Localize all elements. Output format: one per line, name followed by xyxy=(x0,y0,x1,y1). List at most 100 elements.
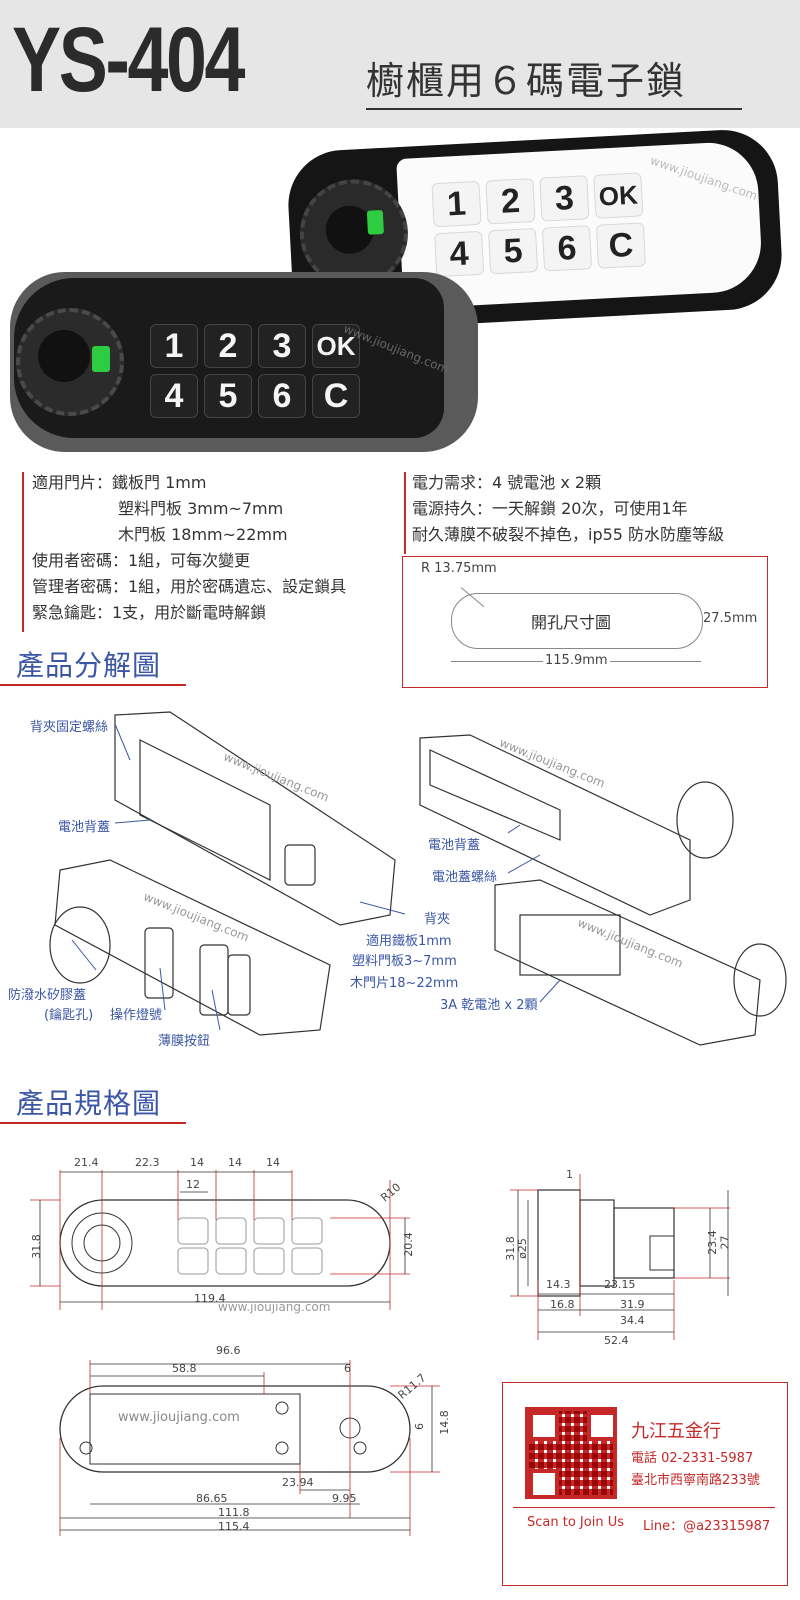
key-1: 1 xyxy=(431,180,482,228)
watermark: www.jioujiang.com xyxy=(218,1300,331,1314)
key-5: 5 xyxy=(487,227,539,275)
dim-side-d4: 31.9 xyxy=(620,1298,645,1311)
dim-back-b1: 86.65 xyxy=(196,1492,228,1505)
dim-back-h1: 6 xyxy=(413,1423,426,1430)
spec-door-iron: 適用門片：鐵板門 1mm xyxy=(32,473,207,492)
key-ok: OK xyxy=(593,172,644,219)
subtitle-underline xyxy=(366,108,742,110)
label-clip-wood: 木門片18~22mm xyxy=(350,976,459,991)
product-subtitle: 櫥櫃用６碼電子鎖 xyxy=(366,59,687,103)
back-view-drawing xyxy=(59,1360,440,1536)
dim-side-d5: 34.4 xyxy=(620,1314,645,1327)
dim-front-6: 12 xyxy=(186,1178,200,1191)
dim-front-2: 22.3 xyxy=(135,1156,160,1169)
front-view-drawing xyxy=(30,1170,410,1310)
dim-back-top: 96.6 xyxy=(216,1344,241,1357)
dim-side-r2: 27 xyxy=(718,1235,732,1250)
led-indicator-icon xyxy=(92,346,110,372)
key-5: 5 xyxy=(204,374,252,418)
shop-address: 臺北市西寧南路233號 xyxy=(631,1473,760,1488)
dim-side-d1: 14.3 xyxy=(546,1278,571,1291)
dim-side-top: 1 xyxy=(566,1168,573,1181)
label-screw: 背夾固定螺絲 xyxy=(30,720,109,735)
key-4: 4 xyxy=(150,374,198,418)
keypad-white: 1 2 3 OK 4 5 6 C xyxy=(431,172,647,278)
key-ok: OK xyxy=(312,324,360,368)
dim-side-r1: 23.4 xyxy=(705,1230,719,1255)
label-silicone: 防潑水矽膠蓋 xyxy=(8,988,87,1003)
cutout-label: 開孔尺寸圖 xyxy=(531,613,612,632)
dim-front-3: 14 xyxy=(190,1156,204,1169)
spec-power: 電力需求：4 號電池 x 2顆 xyxy=(412,473,602,492)
shop-phone: 電話 02-2331-5987 xyxy=(631,1451,754,1466)
cutout-diagram: R 13.75mm 開孔尺寸圖 27.5mm 115.9mm xyxy=(402,556,768,688)
label-clip: 背夾 xyxy=(424,912,451,927)
dim-front-w: 119.4 xyxy=(194,1292,226,1305)
exploded-diagram xyxy=(49,711,787,1046)
dim-back-b4: 115.4 xyxy=(218,1520,250,1533)
spec-admin-code: 管理者密碼：1組，用於密碼遺忘、設定鎖具 xyxy=(32,577,347,596)
label-clip-plastic: 塑料門板3~7mm xyxy=(352,954,457,969)
dim-side-h1: 31.8 xyxy=(503,1236,517,1261)
section-underline xyxy=(0,1122,186,1124)
dim-side-h2: ø25 xyxy=(515,1238,529,1259)
watermark: www.jioujiang.com xyxy=(118,1410,240,1425)
spec-user-code: 使用者密碼：1組，可每次變更 xyxy=(32,551,251,570)
key-c: C xyxy=(312,374,360,418)
contact-card: 九江五金行 電話 02-2331-5987 臺北市西寧南路233號 Scan t… xyxy=(502,1382,788,1586)
section-title-spec: 產品規格圖 xyxy=(16,1087,162,1120)
header-banner xyxy=(0,0,800,128)
cutout-slot-shape xyxy=(451,593,703,649)
key-c: C xyxy=(595,222,647,269)
scan-to-join[interactable]: Scan to Join Us xyxy=(527,1515,624,1530)
spec-door-wood: 木門板 18mm~22mm xyxy=(118,525,288,544)
spec-battery-life: 電源持久：一天解鎖 20次，可使用1年 xyxy=(412,499,688,518)
key-2: 2 xyxy=(485,178,536,225)
dim-side-d2: 23.15 xyxy=(604,1278,636,1291)
knob-cap xyxy=(38,330,90,382)
shop-name: 九江五金行 xyxy=(631,1421,721,1442)
spec-membrane: 耐久薄膜不破裂不掉色，ip55 防水防塵等級 xyxy=(412,525,725,544)
spec-door-plastic: 塑料門板 3mm~7mm xyxy=(118,499,284,518)
dim-back-h2: 14.8 xyxy=(437,1410,451,1435)
cutout-height: 27.5mm xyxy=(703,611,758,626)
keypad-black: 1 2 3 OK 4 5 6 C xyxy=(150,324,360,418)
key-6: 6 xyxy=(258,374,306,418)
label-clip-iron: 適用鐵板1mm xyxy=(366,934,452,949)
label-battery-cover: 電池背蓋 xyxy=(58,820,111,835)
spec-right-bar xyxy=(404,472,406,554)
dim-side-d6: 52.4 xyxy=(604,1334,629,1347)
key-3: 3 xyxy=(258,324,306,368)
dim-side-d3: 16.8 xyxy=(550,1298,575,1311)
dim-front-h: 31.8 xyxy=(29,1234,43,1259)
spec-emergency-key: 緊急鑰匙：1支，用於斷電時解鎖 xyxy=(32,603,267,622)
side-view-drawing xyxy=(510,1174,730,1340)
dim-back-b3: 111.8 xyxy=(218,1506,250,1519)
dim-back-b2: 9.95 xyxy=(332,1492,357,1505)
dim-front-h2: 20.4 xyxy=(401,1232,415,1257)
dim-front-4: 14 xyxy=(228,1156,242,1169)
label-membrane: 薄膜按鈕 xyxy=(158,1034,211,1049)
qr-corner-icon xyxy=(587,1411,617,1441)
section-underline xyxy=(0,684,186,686)
dim-front-5: 14 xyxy=(266,1156,280,1169)
contact-divider xyxy=(513,1507,775,1508)
cutout-radius: R 13.75mm xyxy=(421,561,497,576)
dim-front-1: 21.4 xyxy=(74,1156,99,1169)
section-title-exploded: 產品分解圖 xyxy=(16,649,162,682)
led-indicator-icon xyxy=(366,209,384,235)
label-battery: 3A 乾電池 x 2顆 xyxy=(440,998,538,1013)
qr-corner-icon xyxy=(529,1411,559,1441)
key-2: 2 xyxy=(204,324,252,368)
label-battery-cover-2: 電池背蓋 xyxy=(428,838,481,853)
key-3: 3 xyxy=(539,175,590,222)
line-id[interactable]: Line：@a23315987 xyxy=(643,1519,771,1534)
key-6: 6 xyxy=(541,225,593,272)
spec-left-bar xyxy=(22,472,24,632)
key-4: 4 xyxy=(434,230,485,278)
key-1: 1 xyxy=(150,324,198,368)
model-number: YS-404 xyxy=(12,9,245,111)
cutout-width: 115.9mm xyxy=(543,653,610,668)
label-keyhole: (鑰匙孔) xyxy=(44,1008,94,1023)
lock-photo-black: 1 2 3 OK 4 5 6 C www.jioujiang.com xyxy=(10,272,478,452)
